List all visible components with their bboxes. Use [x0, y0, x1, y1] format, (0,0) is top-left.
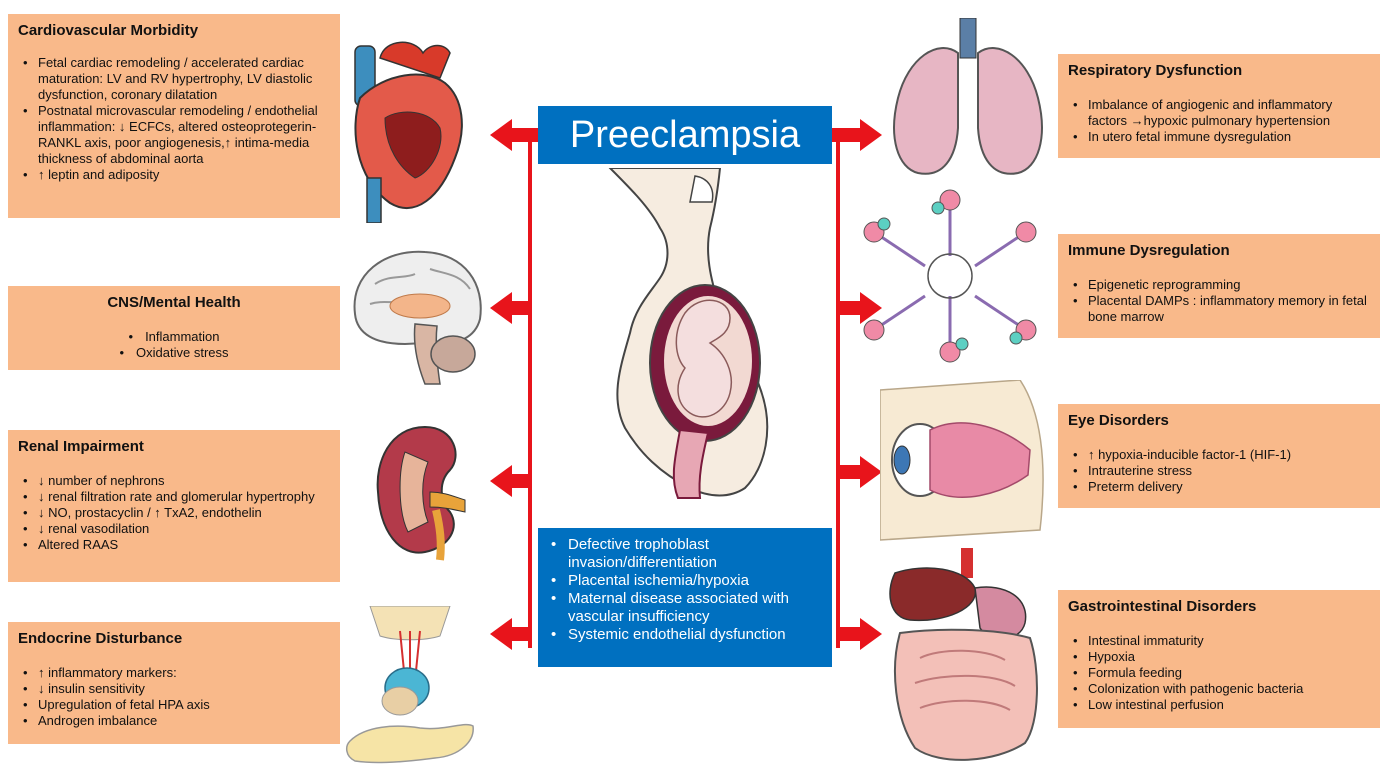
list-item: Imbalance of angiogenic and inflammatory… [1068, 97, 1370, 129]
immune-heading: Immune Dysregulation [1068, 242, 1370, 259]
eye-icon [880, 380, 1050, 545]
list-item: Maternal disease associated with vascula… [548, 590, 822, 626]
list-item: Intrauterine stress [1068, 463, 1370, 479]
list-item: Hypoxia [1068, 649, 1370, 665]
list-item: Intestinal immaturity [1068, 633, 1370, 649]
list-item: Altered RAAS [18, 537, 330, 553]
page-title: Preeclampsia [538, 106, 832, 164]
list-item: Placental ischemia/hypoxia [548, 572, 822, 590]
list-item: Fetal cardiac remodeling / accelerated c… [18, 55, 330, 103]
gastrointestinal-box: Gastrointestinal Disorders Intestinal im… [1058, 590, 1380, 728]
list-item: Upregulation of fetal HPA axis [18, 697, 330, 713]
list-item: ↑ hypoxia-inducible factor-1 (HIF-1) [1068, 447, 1370, 463]
list-item: Epigenetic reprogramming [1068, 277, 1370, 293]
list-item: Systemic endothelial dysfunction [548, 626, 822, 644]
list-item: ↓ number of nephrons [18, 473, 330, 489]
list-item: In utero fetal immune dysregulation [1068, 129, 1370, 145]
antibody-icon [860, 186, 1040, 366]
list-item: Formula feeding [1068, 665, 1370, 681]
list-item: Defective trophoblast invasion/different… [548, 536, 822, 572]
respiratory-box: Respiratory Dysfunction Imbalance of ang… [1058, 54, 1380, 158]
lungs-icon [888, 18, 1048, 178]
list-item: ↓ renal vasodilation [18, 521, 330, 537]
cns-box: CNS/Mental Health Inflammation Oxidative… [8, 286, 340, 370]
heart-icon [345, 38, 475, 223]
eye-heading: Eye Disorders [1068, 412, 1370, 429]
gastrointestinal-heading: Gastrointestinal Disorders [1068, 598, 1370, 615]
eye-box: Eye Disorders ↑ hypoxia-inducible factor… [1058, 404, 1380, 508]
endocrine-box: Endocrine Disturbance ↑ inflammatory mar… [8, 622, 340, 744]
list-item: ↓ renal filtration rate and glomerular h… [18, 489, 330, 505]
respiratory-heading: Respiratory Dysfunction [1068, 62, 1370, 79]
digestive-system-icon [885, 548, 1045, 766]
list-item: Preterm delivery [1068, 479, 1370, 495]
list-item: Placental DAMPs : inflammatory memory in… [1068, 293, 1370, 325]
renal-heading: Renal Impairment [18, 438, 330, 455]
immune-box: Immune Dysregulation Epigenetic reprogra… [1058, 234, 1380, 338]
list-item: ↓ NO, prostacyclin / ↑ TxA2, endothelin [18, 505, 330, 521]
list-item: ↓ insulin sensitivity [18, 681, 330, 697]
causes-box: Defective trophoblast invasion/different… [538, 528, 832, 667]
list-item: Postnatal microvascular remodeling / end… [18, 103, 330, 167]
list-item: Inflammation [18, 329, 330, 345]
cns-heading: CNS/Mental Health [18, 294, 330, 311]
list-item: Low intestinal perfusion [1068, 697, 1370, 713]
cardiovascular-heading: Cardiovascular Morbidity [18, 22, 330, 39]
pregnant-woman-icon [590, 168, 790, 523]
list-item: ↑ inflammatory markers: [18, 665, 330, 681]
pituitary-pancreas-icon [345, 606, 475, 766]
list-item: Colonization with pathogenic bacteria [1068, 681, 1370, 697]
list-item: ↑ leptin and adiposity [18, 167, 330, 183]
renal-box: Renal Impairment ↓ number of nephrons ↓ … [8, 430, 340, 582]
list-item: Androgen imbalance [18, 713, 330, 729]
endocrine-heading: Endocrine Disturbance [18, 630, 330, 647]
kidney-icon [370, 422, 480, 562]
list-item: Oxidative stress [18, 345, 330, 361]
cardiovascular-box: Cardiovascular Morbidity Fetal cardiac r… [8, 14, 340, 218]
brain-icon [345, 244, 490, 394]
